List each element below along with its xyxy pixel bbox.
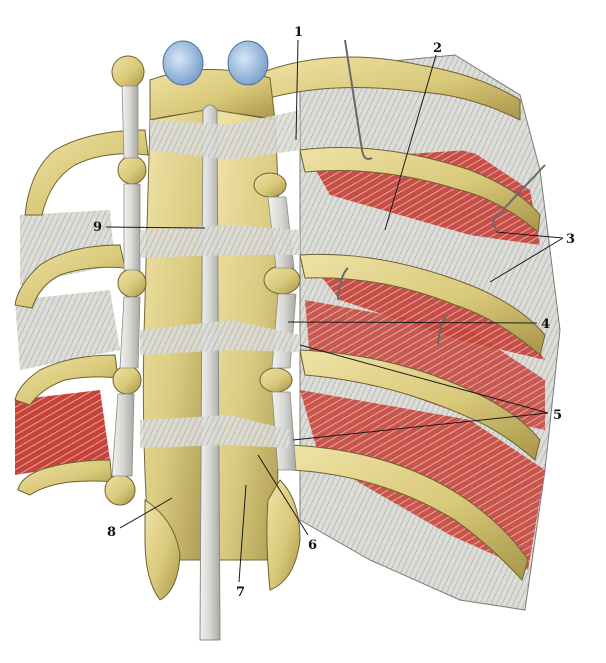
rib-right-5	[289, 444, 529, 581]
rib-right-4	[299, 349, 541, 461]
spinous-process-base-right	[266, 479, 301, 591]
transverse-process-right-3	[263, 265, 301, 295]
leader-1	[295, 39, 299, 141]
label-3: 3	[566, 232, 575, 247]
intercostal-muscle-middle	[320, 275, 545, 360]
radiate-ligaments	[140, 110, 300, 448]
articular-cartilage-right	[227, 40, 269, 86]
label-2: 2	[433, 41, 442, 56]
label-9: 9	[93, 220, 102, 235]
ribs	[14, 56, 546, 581]
rib-right-2	[299, 147, 541, 233]
spinous-process-base	[144, 499, 181, 601]
leader-2	[384, 54, 437, 231]
hook-4	[437, 314, 449, 346]
rib-right-3	[299, 253, 546, 356]
leader-6	[257, 454, 309, 536]
labels: 1 2 3 4 5 6 7 8 9	[93, 25, 575, 600]
leader-4	[287, 321, 538, 324]
label-7: 7	[236, 585, 245, 600]
intercostal-membrane-top	[320, 90, 520, 165]
rib-left-1	[24, 129, 149, 216]
label-8: 8	[107, 525, 116, 540]
hook-1	[344, 39, 373, 160]
label-4: 4	[541, 317, 550, 332]
transverse-process-5	[104, 474, 136, 506]
label-1: 1	[294, 25, 303, 40]
left-thoracic-wall	[15, 210, 120, 475]
leader-3a	[495, 231, 564, 239]
label-6: 6	[308, 538, 317, 553]
surgical-hook-icon	[337, 39, 546, 346]
leader-3b	[489, 237, 564, 283]
hook-3	[337, 267, 349, 301]
rib-left-2	[14, 244, 126, 309]
hook-2	[492, 164, 546, 229]
transverse-process-1	[111, 55, 145, 89]
leader-lines	[105, 39, 564, 583]
leader-5a	[299, 344, 549, 414]
leader-8	[119, 497, 173, 529]
transverse-process-2	[117, 155, 147, 185]
leader-5b	[292, 412, 549, 441]
leader-7	[238, 484, 247, 583]
left-intercostal-muscle	[15, 390, 110, 475]
leader-9	[105, 226, 206, 229]
rib-left-3	[14, 354, 119, 406]
label-5: 5	[553, 408, 562, 423]
transverse-process-right-4	[259, 367, 293, 393]
transverse-process-4	[112, 365, 142, 395]
transverse-process-3	[117, 268, 147, 298]
intercostal-membrane-upper	[320, 195, 530, 285]
supraspinous-ligament	[199, 104, 221, 641]
articular-cartilage-left	[162, 40, 204, 86]
intercostal-muscle-upper	[310, 150, 540, 245]
rib-left-4	[17, 459, 113, 496]
transverse-process-right-2	[253, 172, 287, 198]
